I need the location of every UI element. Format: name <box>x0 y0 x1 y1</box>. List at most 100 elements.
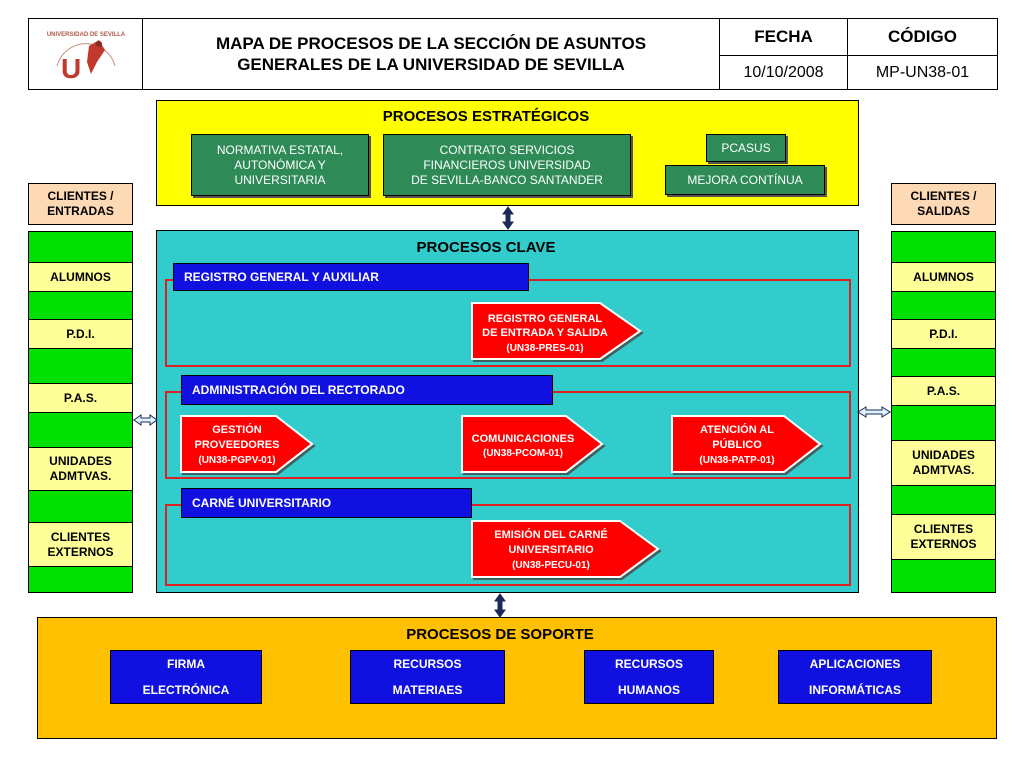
group-registro-header[interactable]: REGISTRO GENERAL Y AUXILIAR <box>173 263 529 291</box>
atencion-line-1: ATENCIÓN AL <box>700 423 774 436</box>
key-title-text: PROCESOS CLAVE <box>416 238 556 256</box>
normativa-box[interactable]: NORMATIVA ESTATAL, AUTONÓMICA Y UNIVERSI… <box>191 134 369 196</box>
pcasus-label: PCASUS <box>721 140 771 155</box>
firma-line-2: ELECTRÓNICA <box>142 683 230 697</box>
comunicaciones-code: (UN38-PCOM-01) <box>483 448 563 459</box>
process-gestion-proveedores[interactable]: GESTIÓN PROVEEDORES (UN38-PGPV-01) <box>180 415 314 473</box>
support-firma-electronica[interactable]: FIRMA ELECTRÓNICA <box>110 650 262 704</box>
aplicaciones-line-1: APLICACIONES <box>809 657 901 671</box>
normativa-line-3: UNIVERSITARIA <box>234 172 326 187</box>
clientes-salidas-header: CLIENTES / SALIDAS <box>891 183 996 225</box>
svg-text:U: U <box>61 53 81 84</box>
strategic-key-double-arrow <box>502 206 514 230</box>
salida-externos-line-2: EXTERNOS <box>910 537 977 551</box>
support-recursos-materiales[interactable]: RECURSOS MATERIAES <box>350 650 505 704</box>
title-line-1: MAPA DE PROCESOS DE LA SECCIÓN DE ASUNTO… <box>215 34 647 53</box>
key-title: PROCESOS CLAVE <box>156 237 816 257</box>
support-title: PROCESOS DE SOPORTE <box>300 624 700 644</box>
fecha-label: FECHA <box>754 27 813 46</box>
group-carne-header[interactable]: CARNÉ UNIVERSITARIO <box>181 488 472 518</box>
gestion-line-1: GESTIÓN <box>212 423 262 436</box>
page-title: MAPA DE PROCESOS DE LA SECCIÓN DE ASUNTO… <box>142 18 720 90</box>
codigo-label: CÓDIGO <box>888 27 957 46</box>
firma-line-1: FIRMA <box>167 657 205 671</box>
process-registro-general[interactable]: REGISTRO GENERAL DE ENTRADA Y SALIDA (UN… <box>471 302 642 360</box>
logo-cell: UNIVERSIDAD DE SEVILLA U <box>28 18 143 90</box>
entrada-unidades-line-2: ADMTVAS. <box>49 469 112 483</box>
materiales-line-1: RECURSOS <box>393 657 462 671</box>
aplicaciones-line-2: INFORMÁTICAS <box>809 683 901 697</box>
atencion-line-2: PÚBLICO <box>712 438 762 451</box>
salida-externos-line-1: CLIENTES <box>913 522 974 536</box>
contrato-line-3: DE SEVILLA-BANCO SANTANDER <box>411 172 603 187</box>
key-support-double-arrow <box>494 593 506 618</box>
mejora-label: MEJORA CONTÍNUA <box>687 172 803 187</box>
strategic-title-text: PROCESOS ESTRATÉGICOS <box>382 107 590 125</box>
registro-code: (UN38-PRES-01) <box>506 343 583 354</box>
support-title-text: PROCESOS DE SOPORTE <box>406 625 594 643</box>
entrada-unidades-line-1: UNIDADES <box>49 454 112 468</box>
entrada-externos-line-2: EXTERNOS <box>47 544 114 559</box>
process-atencion-publico[interactable]: ATENCIÓN AL PÚBLICO (UN38-PATP-01) <box>671 415 822 473</box>
entrada-externos[interactable]: CLIENTES EXTERNOS <box>28 522 133 567</box>
normativa-line-1: NORMATIVA ESTATAL, <box>216 142 344 157</box>
salida-pas-label: P.A.S. <box>926 383 961 398</box>
process-comunicaciones[interactable]: COMUNICACIONES (UN38-PCOM-01) <box>461 415 604 473</box>
salidas-green-3 <box>891 405 996 441</box>
mejora-continua-box[interactable]: MEJORA CONTÍNUA <box>665 165 825 195</box>
university-seal-logo: UNIVERSIDAD DE SEVILLA U <box>47 32 125 84</box>
fecha-value: 10/10/2008 <box>743 63 824 81</box>
clientes-entradas-header: CLIENTES / ENTRADAS <box>28 183 133 225</box>
gestion-code: (UN38-PGPV-01) <box>198 455 275 466</box>
gestion-line-2: PROVEEDORES <box>195 439 280 451</box>
contrato-box[interactable]: CONTRATO SERVICIOS FINANCIEROS UNIVERSID… <box>383 134 631 196</box>
carne-line-1: EMISIÓN DEL CARNÉ <box>494 528 607 541</box>
entradas-title-2: ENTRADAS <box>47 204 114 218</box>
salida-unidades[interactable]: UNIDADES ADMTVAS. <box>891 440 996 486</box>
pcasus-box[interactable]: PCASUS <box>706 134 786 162</box>
carne-code: (UN38-PECU-01) <box>512 560 590 571</box>
salidas-green-2 <box>891 348 996 377</box>
entradas-green-2 <box>28 348 133 384</box>
group-registro-header-label: REGISTRO GENERAL Y AUXILIAR <box>184 270 379 284</box>
contrato-line-2: FINANCIEROS UNIVERSIDAD <box>423 157 591 172</box>
atencion-code: (UN38-PATP-01) <box>699 455 774 466</box>
normativa-line-2: AUTONÓMICA Y <box>234 157 326 172</box>
salida-unidades-line-2: ADMTVAS. <box>912 463 975 477</box>
comunicaciones-line-1: COMUNICACIONES <box>472 433 575 445</box>
entradas-green-5 <box>28 566 133 593</box>
salida-pdi-label: P.D.I. <box>929 326 958 341</box>
registro-line-1: REGISTRO GENERAL <box>488 313 603 325</box>
entrada-pas[interactable]: P.A.S. <box>28 383 133 413</box>
group-rectorado-header[interactable]: ADMINISTRACIÓN DEL RECTORADO <box>181 375 553 405</box>
group-carne-header-label: CARNÉ UNIVERSITARIO <box>192 496 332 510</box>
codigo-value: MP-UN38-01 <box>875 63 970 81</box>
entradas-green-4 <box>28 490 133 523</box>
key-outputs-double-arrow <box>857 406 891 418</box>
entrada-unidades[interactable]: UNIDADES ADMTVAS. <box>28 447 133 491</box>
salida-alumnos-label: ALUMNOS <box>913 269 974 284</box>
carne-line-2: UNIVERSITARIO <box>508 544 594 556</box>
salidas-title-1: CLIENTES / <box>910 189 977 203</box>
contrato-line-1: CONTRATO SERVICIOS <box>439 142 575 157</box>
group-rectorado-header-label: ADMINISTRACIÓN DEL RECTORADO <box>192 383 405 397</box>
salidas-title-2: SALIDAS <box>917 204 970 218</box>
codigo-value-cell: MP-UN38-01 <box>847 55 998 90</box>
support-recursos-humanos[interactable]: RECURSOS HUMANOS <box>584 650 714 704</box>
inputs-key-double-arrow <box>133 414 158 426</box>
materiales-line-2: MATERIAES <box>392 683 463 697</box>
humanos-line-1: RECURSOS <box>614 657 683 671</box>
logo-seal-text: UNIVERSIDAD DE SEVILLA <box>47 32 125 38</box>
entradas-green-0 <box>28 231 133 263</box>
group-carne-frame <box>165 504 851 586</box>
process-emision-carne[interactable]: EMISIÓN DEL CARNÉ UNIVERSITARIO (UN38-PE… <box>471 520 660 578</box>
salida-externos[interactable]: CLIENTES EXTERNOS <box>891 514 996 560</box>
entradas-title-1: CLIENTES / <box>47 189 114 203</box>
salida-pdi[interactable]: P.D.I. <box>891 319 996 349</box>
humanos-line-2: HUMANOS <box>618 683 680 697</box>
entrada-pdi-label: P.D.I. <box>66 326 95 341</box>
support-aplicaciones-informaticas[interactable]: APLICACIONES INFORMÁTICAS <box>778 650 932 704</box>
salida-alumnos[interactable]: ALUMNOS <box>891 262 996 292</box>
entrada-alumnos-label: ALUMNOS <box>50 269 111 284</box>
